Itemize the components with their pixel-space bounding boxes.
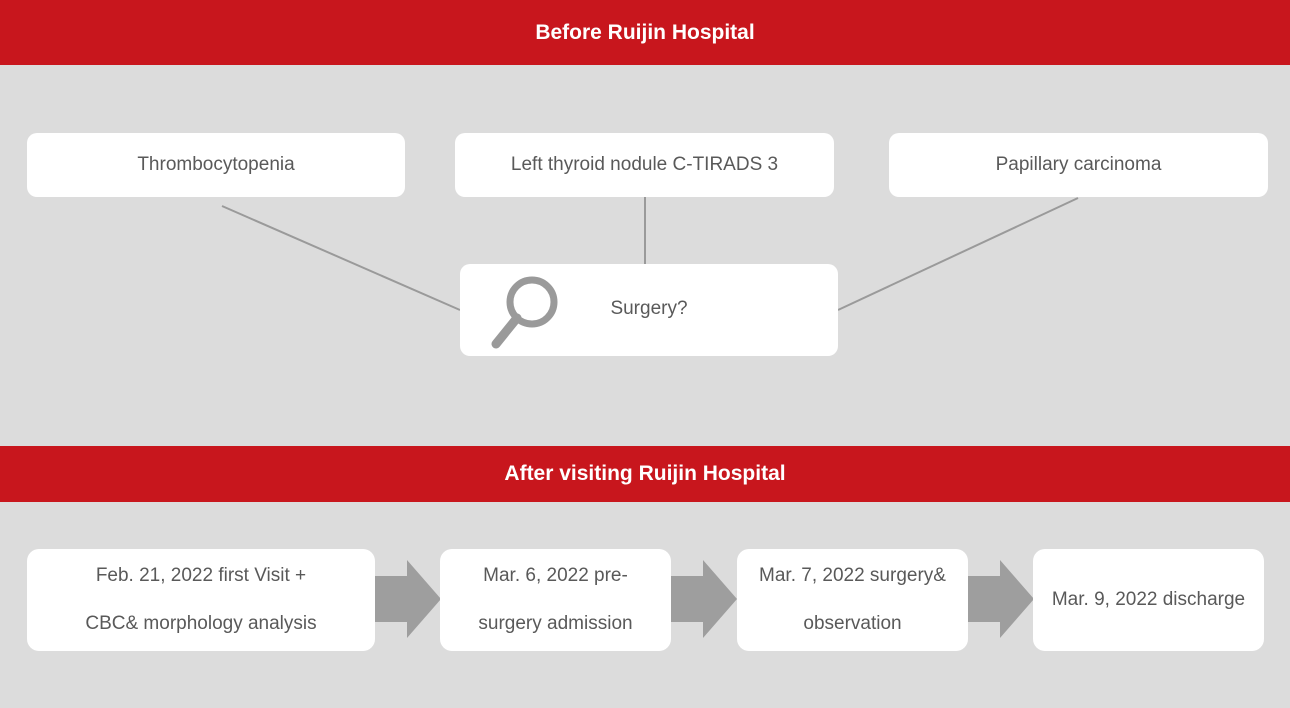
finding-label: Left thyroid nodule C-TIRADS 3 xyxy=(510,154,779,175)
step-line-1: Feb. 21, 2022 first Visit + xyxy=(95,565,307,586)
step-line-1: Mar. 6, 2022 pre- xyxy=(483,565,628,586)
arrow-right-icon xyxy=(375,560,441,638)
arrow-right-icon xyxy=(968,560,1034,638)
step-line-2: observation xyxy=(803,613,902,634)
connector-left xyxy=(221,205,461,311)
finding-thrombocytopenia: Thrombocytopenia xyxy=(27,133,405,197)
timeline-step-first-visit: Feb. 21, 2022 first Visit + CBC& morphol… xyxy=(27,549,375,651)
timeline-step-discharge: Mar. 9, 2022 discharge xyxy=(1033,549,1264,651)
finding-label: Papillary carcinoma xyxy=(995,154,1162,175)
timeline-step-surgery: Mar. 7, 2022 surgery& observation xyxy=(737,549,968,651)
finding-thyroid-nodule: Left thyroid nodule C-TIRADS 3 xyxy=(455,133,834,197)
surgery-question-label: Surgery? xyxy=(610,298,688,319)
banner-before: Before Ruijin Hospital xyxy=(0,0,1290,65)
magnifier-icon xyxy=(491,276,558,349)
finding-label: Thrombocytopenia xyxy=(137,154,295,175)
timeline-step-admission: Mar. 6, 2022 pre- surgery admission xyxy=(440,549,671,651)
arrow-right-icon xyxy=(671,560,737,638)
connector-right xyxy=(837,197,1079,311)
step-line-1: Mar. 9, 2022 discharge xyxy=(1051,589,1246,610)
step-line-2: CBC& morphology analysis xyxy=(85,613,317,634)
finding-papillary-carcinoma: Papillary carcinoma xyxy=(889,133,1268,197)
banner-after: After visiting Ruijin Hospital xyxy=(0,446,1290,502)
step-line-1: Mar. 7, 2022 surgery& xyxy=(759,565,946,586)
banner-before-title: Before Ruijin Hospital xyxy=(535,20,755,44)
banner-after-title: After visiting Ruijin Hospital xyxy=(504,462,786,485)
step-line-2: surgery admission xyxy=(478,613,633,634)
surgery-question-box: Surgery? xyxy=(460,264,838,356)
